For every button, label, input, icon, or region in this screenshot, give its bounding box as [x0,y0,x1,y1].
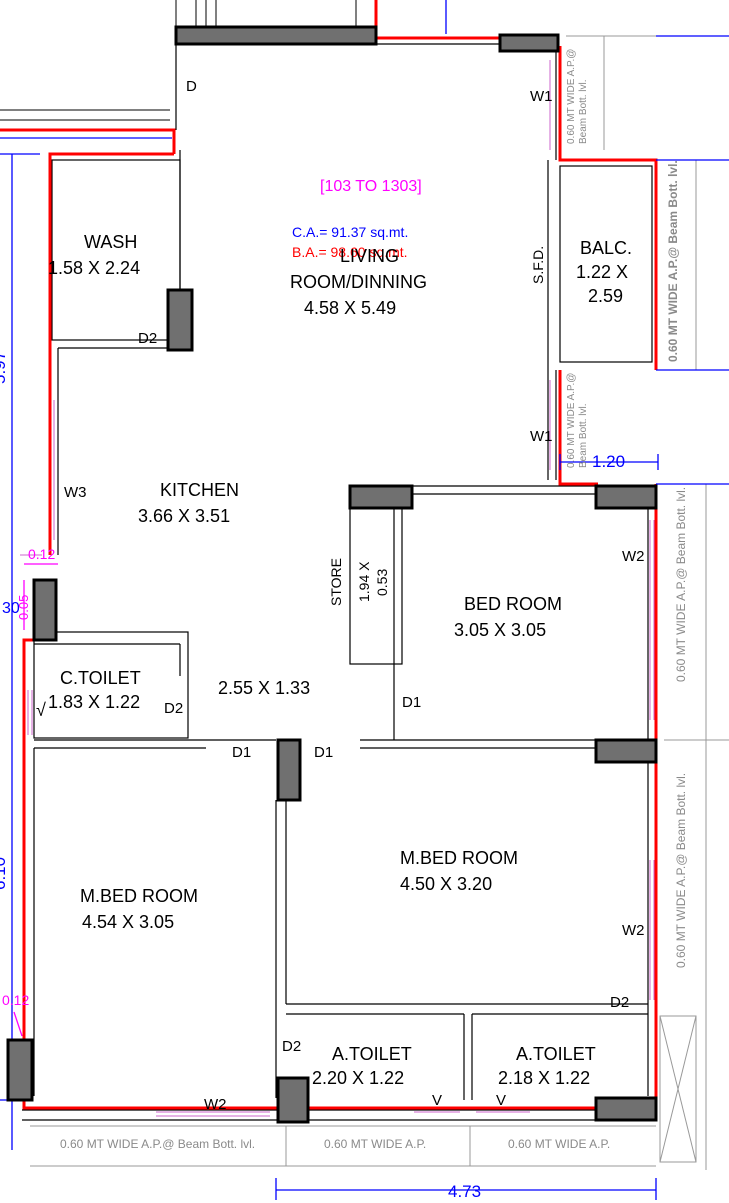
bed-room-size: 3.05 X 3.05 [454,620,547,640]
door-tag-d1-bed: D1 [402,694,422,711]
carpet-area-label: C.A.= 91.37 sq.mt. [292,224,409,240]
ap-strips [30,35,729,1170]
top-shaft-lines [0,0,357,121]
ap-note-right-upper: 0.60 MT WIDE A.P.@ Beam Bott. lvl. [674,486,688,682]
column [594,738,658,764]
m-bed-right-size: 4.50 X 3.20 [400,874,493,894]
balcony-width-dim: 1.20 [592,452,626,471]
column [276,738,302,802]
m-bed-left-size: 4.54 X 3.05 [82,912,175,932]
living-room-name-2: ROOM/DINNING [290,272,427,292]
a-toilet-right-size: 2.18 X 1.22 [498,1068,591,1088]
living-room-size: 4.58 X 5.49 [304,298,397,318]
ap-note-mid-right: 0.60 MT WIDE A.P.@ Beam Bott. lvl. [566,372,589,468]
tick-mark: √ [36,700,46,720]
wash-name: WASH [84,232,138,252]
ap-note-bottom-right: 0.60 MT WIDE A.P. [508,1137,611,1151]
ap-note-right-lower: 0.60 MT WIDE A.P.@ Beam Bott. lvl. [674,772,688,968]
window-tag-w2-bottom: W2 [204,1096,227,1113]
window-tag-w2-bed: W2 [622,548,645,565]
c-toilet-size: 1.83 X 1.22 [48,692,141,712]
door-tag-d: D [186,78,197,95]
pink-012-top: 0.12 [28,546,56,562]
vent-tag-1: V [432,1092,443,1109]
c-toilet-name: C.TOILET [60,668,141,688]
m-bed-left-name: M.BED ROOM [80,886,199,906]
door-tag-d2-toilet: D2 [282,1038,302,1055]
bed-room-name: BED ROOM [464,594,563,614]
door-tag-d2-mbed: D2 [610,994,630,1011]
left-top-dim: 5.97 [0,350,9,384]
door-tag-d1-right: D1 [314,744,334,761]
kitchen-name: KITCHEN [160,480,240,500]
dim-30: 30 [2,600,20,617]
window-tag-w1-top: W1 [530,88,553,105]
store-size-1: 1.94 X [356,561,372,602]
vent-tag-2: V [496,1092,507,1109]
balcony-name: BALC. [580,238,633,258]
store-size-2: 0.53 [374,568,390,596]
door-tag-d2-ctoilet: D2 [164,700,184,717]
column [594,484,658,510]
ap-note-bottom-left: 0.60 MT WIDE A.P.@ Beam Bott. lvl. [60,1137,256,1151]
column [348,484,414,510]
column [276,1076,310,1124]
a-toilet-right-name: A.TOILET [516,1044,596,1064]
a-toilet-left-size: 2.20 X 1.22 [312,1068,405,1088]
door-tag-d2-wash: D2 [138,330,158,347]
ap-note-bottom-mid: 0.60 MT WIDE A.P. [324,1137,427,1151]
living-room-name: LIVING [340,246,400,266]
window-tag-w2-mbed: W2 [622,922,645,939]
kitchen-size: 3.66 X 3.51 [138,506,231,526]
left-bottom-dim: 6.10 [0,856,9,890]
column [594,1096,658,1122]
built-area-label: B.A.= 98.60 sq.mt. [292,244,408,260]
a-toilet-left-name: A.TOILET [332,1044,412,1064]
column [498,33,560,53]
pink-012-bottom: 0.12 [2,992,30,1008]
door-tag-d1-left: D1 [232,744,252,761]
boundary-line [0,0,658,1110]
column [6,1038,34,1102]
m-bed-right-name: M.BED ROOM [400,848,519,868]
sfd-tag: S.F.D. [530,245,546,284]
pink-005: 0.05 [16,594,31,620]
ap-note-top-right: 0.60 MT WIDE A.P.@ Beam Bott. lvl. [566,48,589,144]
bottom-width-dim: 4.73 [448,1182,482,1201]
pink-dimension-ticks [13,563,58,1037]
flat-range-label: [103 TO 1303] [320,178,422,195]
column [174,25,378,46]
ap-note-balcony: 0.60 MT WIDE A.P.@ Beam Bott. lvl. [666,160,680,362]
window-tag-w1-bottom: W1 [530,428,553,445]
balcony-size-2: 2.59 [588,286,624,306]
window-tag-w3: W3 [64,484,87,501]
column [32,578,58,642]
balcony-size-1: 1.22 X [576,262,629,282]
columns [6,25,658,1124]
column [166,288,194,352]
wash-size: 1.58 X 2.24 [48,258,141,278]
interior-walls [22,43,656,1121]
passage-size: 2.55 X 1.33 [218,678,311,698]
store-name: STORE [328,558,344,606]
